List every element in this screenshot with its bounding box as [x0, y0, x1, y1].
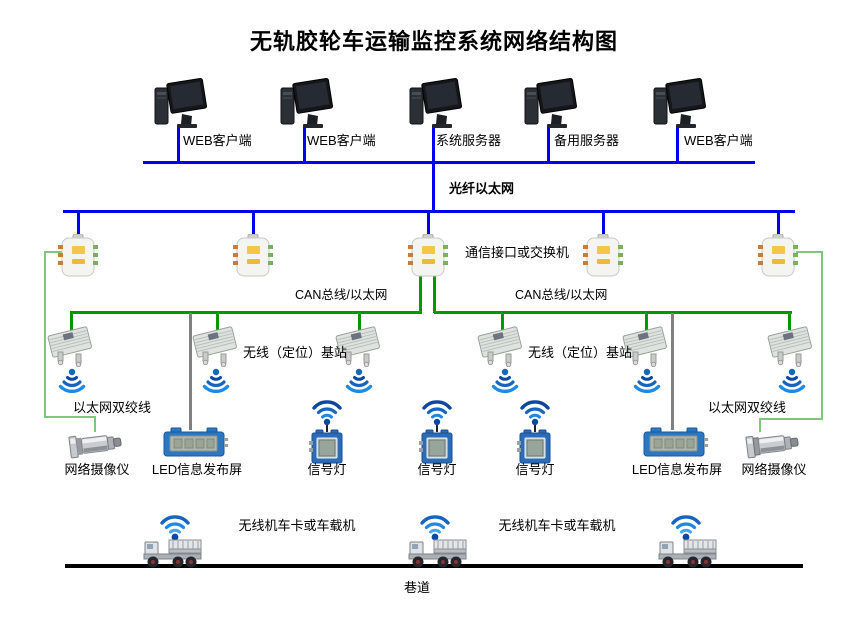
antenna-rod — [534, 420, 536, 432]
computer-icon — [278, 76, 334, 137]
base-station-icon — [765, 325, 815, 372]
switch-link-line — [252, 210, 255, 237]
base-station-link-line — [70, 311, 73, 330]
can-bus-line-left — [70, 311, 422, 314]
camera-link-line — [44, 251, 46, 418]
camera-link-line — [94, 416, 96, 432]
base-station-icon — [475, 325, 525, 372]
computer-icon — [407, 76, 463, 137]
truck-icon — [407, 537, 469, 574]
vehicle-card-label-right: 无线机车卡或车载机 — [498, 518, 616, 533]
can-feed-line-right — [433, 276, 436, 313]
antenna-rod — [326, 420, 328, 432]
switch-label: 通信接口或交换机 — [465, 245, 570, 260]
camera-link-line — [44, 416, 96, 418]
device-label: LED信息发布屏 — [151, 462, 243, 477]
base-station-link-line — [501, 311, 504, 330]
monitor-link-line — [676, 126, 679, 163]
device-label: 网络摄像仪 — [741, 462, 807, 477]
monitor-link-line — [303, 126, 306, 163]
truck-icon — [142, 537, 204, 574]
antenna-rod — [436, 420, 438, 432]
signal-light-icon — [419, 429, 455, 470]
camera-icon — [744, 428, 800, 467]
comm-interface-icon — [58, 233, 98, 283]
monitor-link-line — [547, 126, 550, 163]
computer-label: 系统服务器 — [436, 133, 502, 148]
computer-icon — [152, 76, 208, 137]
vehicle-card-label-left: 无线机车卡或车载机 — [238, 518, 356, 533]
wifi-signal-up-icon — [518, 396, 552, 431]
led-screen-icon — [163, 427, 229, 464]
page-title: 无轨胶轮车运输监控系统网络结构图 — [249, 29, 618, 54]
device-label: LED信息发布屏 — [631, 462, 723, 477]
camera-icon — [67, 428, 123, 467]
camera-link-line — [44, 251, 62, 253]
switch-link-line — [602, 210, 605, 237]
wifi-signal-up-icon — [418, 511, 452, 546]
computer-icon — [522, 76, 578, 137]
led-link-line — [189, 313, 192, 430]
base-station-icon — [190, 325, 240, 372]
camera-link-line — [759, 418, 761, 432]
computer-label: WEB客户端 — [183, 133, 252, 148]
base-station-icon — [45, 325, 95, 372]
wifi-signal-up-icon — [310, 396, 344, 431]
fiber-bus-connector — [432, 161, 435, 213]
fiber-bus-label: 光纤以太网 — [449, 181, 515, 196]
can-feed-line-left — [419, 276, 422, 313]
wifi-signal-down-icon — [491, 367, 519, 398]
wifi-signal-down-icon — [633, 367, 661, 398]
switch-link-line — [77, 210, 80, 237]
can-bus-label-left: CAN总线/以太网 — [295, 288, 388, 302]
comm-interface-icon — [408, 233, 448, 283]
computer-label: WEB客户端 — [684, 133, 753, 148]
camera-link-line — [760, 418, 823, 420]
switch-link-line — [777, 210, 780, 237]
comm-interface-icon — [758, 233, 798, 283]
base-station-icon — [620, 325, 670, 372]
computer-icon — [651, 76, 707, 137]
truck-icon — [657, 537, 719, 574]
switch-link-line — [427, 210, 430, 237]
twisted-pair-label-right: 以太网双绞线 — [708, 400, 787, 415]
base-station-link-line — [645, 311, 648, 330]
roadway-label: 巷道 — [403, 580, 431, 595]
wifi-signal-up-icon — [158, 511, 192, 546]
signal-light-icon — [309, 429, 345, 470]
device-label: 信号灯 — [417, 462, 457, 477]
monitor-link-line — [177, 126, 180, 163]
computer-label: 备用服务器 — [554, 133, 620, 148]
base-station-link-line — [216, 311, 219, 330]
fiber-bus-line-upper — [143, 161, 755, 164]
monitor-link-line — [432, 126, 435, 163]
signal-light-icon — [517, 429, 553, 470]
wifi-signal-down-icon — [58, 367, 86, 398]
wifi-signal-down-icon — [202, 367, 230, 398]
device-label: 网络摄像仪 — [64, 462, 130, 477]
led-screen-icon — [643, 427, 709, 464]
device-label: 信号灯 — [307, 462, 347, 477]
base-station-link-line — [358, 311, 361, 330]
computer-label: WEB客户端 — [307, 133, 376, 148]
comm-interface-icon — [583, 233, 623, 283]
base-station-icon — [333, 325, 383, 372]
wifi-signal-down-icon — [345, 367, 373, 398]
can-bus-label-right: CAN总线/以太网 — [515, 288, 608, 302]
wifi-signal-down-icon — [778, 367, 806, 398]
comm-interface-icon — [233, 233, 273, 283]
can-bus-line-right — [434, 311, 792, 314]
wifi-signal-up-icon — [669, 511, 703, 546]
camera-link-line — [796, 251, 823, 253]
led-link-line — [671, 313, 674, 430]
twisted-pair-label-left: 以太网双绞线 — [73, 400, 152, 415]
device-label: 信号灯 — [515, 462, 555, 477]
wifi-signal-up-icon — [420, 396, 454, 431]
roadway-line — [65, 564, 803, 568]
base-station-label-left: 无线（定位）基站 — [243, 345, 348, 360]
base-station-link-line — [788, 311, 791, 330]
camera-link-line — [821, 251, 823, 420]
base-station-label-right: 无线（定位）基站 — [528, 345, 633, 360]
